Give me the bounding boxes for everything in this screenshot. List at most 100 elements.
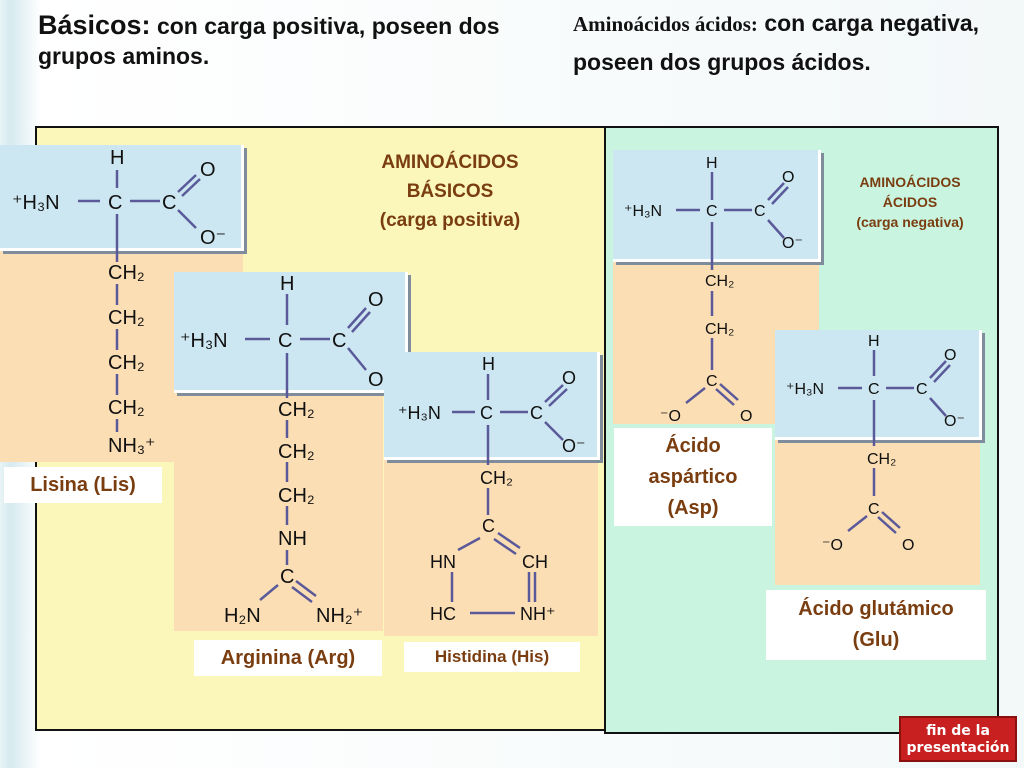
glutamic-o-minus: ⁻O xyxy=(822,537,843,554)
aspartic-alpha-c: C xyxy=(706,203,718,220)
heading-acid-rest: con carga negativa, poseen dos grupos ác… xyxy=(573,10,980,75)
aspartic-name-label: Ácido aspártico (Asp) xyxy=(614,428,772,526)
histidine-backbone-box xyxy=(384,352,600,460)
glutamic-carboxyl-c: C xyxy=(916,381,928,398)
lysine-o: O xyxy=(200,159,216,181)
aspartic-ch2-2: CH₂ xyxy=(705,321,734,338)
lysine-carboxyl-c: C xyxy=(162,192,176,214)
glutamic-h3n: ⁺H₃N xyxy=(786,381,824,398)
acid-title-line1: AMINOÁCIDOS xyxy=(859,174,961,190)
histidine-ch2: CH₂ xyxy=(480,468,513,488)
arginine-ch2-3: CH₂ xyxy=(278,485,315,507)
heading-acid-strong: Aminoácidos ácidos: xyxy=(573,12,758,36)
end-presentation-button[interactable]: fin de la presentación xyxy=(899,716,1017,762)
acid-title-line2: ÁCIDOS xyxy=(882,194,938,210)
arginine-ch2-1: CH₂ xyxy=(278,399,315,421)
arginine-o2: O xyxy=(368,369,384,391)
heading-basic-rest: con carga positiva, poseen dos grupos am… xyxy=(38,13,500,69)
aspartic-backbone-box xyxy=(613,150,821,262)
aspartic-formula: H ⁺H₃N C C O O⁻ CH₂ CH₂ C ⁻O O xyxy=(624,155,803,425)
basic-panel-title: AMINOÁCIDOS BÁSICOS (carga positiva) xyxy=(330,148,570,235)
glutamic-name-label: Ácido glutámico (Glu) xyxy=(766,590,986,660)
aspartic-c: C xyxy=(706,373,718,390)
glutamic-o: O xyxy=(944,347,956,364)
histidine-hn: HN xyxy=(430,552,456,572)
glutamic-ominus: O⁻ xyxy=(944,413,965,430)
histidine-c: C xyxy=(482,516,495,536)
glutamic-alpha-c: C xyxy=(868,381,880,398)
lysine-backbone-box xyxy=(0,145,244,251)
aspartic-o2: O xyxy=(740,408,752,425)
aspartic-h: H xyxy=(706,155,718,172)
glutamic-ch2: CH₂ xyxy=(867,451,896,468)
glutamic-side-chain-box xyxy=(775,440,980,585)
glutamic-name-line1: Ácido glutámico xyxy=(798,598,954,620)
histidine-h: H xyxy=(482,354,495,374)
aspartic-name-line3: (Asp) xyxy=(667,497,719,519)
histidine-ominus: O⁻ xyxy=(562,436,586,456)
end-button-line2: presentación xyxy=(906,740,1010,756)
lysine-nh3: NH₃⁺ xyxy=(108,435,156,457)
lysine-h: H xyxy=(110,147,124,169)
acid-title-line3: (carga negativa) xyxy=(856,214,964,230)
lysine-ch2-4: CH₂ xyxy=(108,397,145,419)
glutamic-c: C xyxy=(868,501,880,518)
heading-basic: Básicos: con carga positiva, poseen dos … xyxy=(38,10,538,71)
lysine-h3n: ⁺H₃N xyxy=(12,192,60,214)
histidine-ch: CH xyxy=(522,552,548,572)
aspartic-carboxyl-c: C xyxy=(754,203,766,220)
arginine-side-chain-box xyxy=(174,393,383,631)
histidine-name-label: Histidina (His) xyxy=(404,642,580,672)
arginine-nh: NH xyxy=(278,528,307,550)
aspartic-ominus: O⁻ xyxy=(782,235,803,252)
arginine-backbone-box xyxy=(174,272,408,393)
arginine-nh2: NH₂⁺ xyxy=(316,605,363,627)
arginine-h: H xyxy=(280,273,294,295)
lysine-formula: H ⁺H₃N C C O O⁻ CH₂ CH₂ CH₂ CH₂ NH₃⁺ xyxy=(12,147,226,457)
aspartic-name-line1: Ácido xyxy=(665,435,721,457)
arginine-name-label: Arginina (Arg) xyxy=(194,640,382,676)
aspartic-ch2-1: CH₂ xyxy=(705,273,734,290)
heading-basic-strong: Básicos: xyxy=(38,10,151,40)
arginine-ch2-2: CH₂ xyxy=(278,441,315,463)
histidine-nh: NH⁺ xyxy=(520,604,556,624)
heading-acid: Aminoácidos ácidos: con carga negativa, … xyxy=(573,4,1013,81)
glutamic-h: H xyxy=(868,333,880,350)
glutamic-backbone-box xyxy=(775,330,982,440)
histidine-carboxyl-c: C xyxy=(530,403,543,423)
glutamic-name-line2: (Glu) xyxy=(852,629,900,651)
arginine-name: Arginina (Arg) xyxy=(220,647,356,669)
arginine-carboxyl-c: C xyxy=(332,330,346,352)
histidine-side-chain-box xyxy=(384,460,598,636)
aspartic-o: O xyxy=(782,169,794,186)
basic-title-line3: (carga positiva) xyxy=(379,210,521,231)
histidine-o: O xyxy=(562,368,576,388)
arginine-h3n: ⁺H₃N xyxy=(180,330,228,352)
histidine-alpha-c: C xyxy=(480,403,493,423)
arginine-c: C xyxy=(280,566,294,588)
aspartic-h3n: ⁺H₃N xyxy=(624,203,662,220)
histidine-formula: H ⁺H₃N C C O O⁻ CH₂ C HN CH HC NH⁺ xyxy=(398,354,586,624)
lysine-ch2-2: CH₂ xyxy=(108,307,145,329)
lysine-ch2-1: CH₂ xyxy=(108,262,145,284)
lysine-alpha-c: C xyxy=(108,192,122,214)
lysine-ominus: O⁻ xyxy=(200,227,226,249)
acid-panel-title: AMINOÁCIDOS ÁCIDOS (carga negativa) xyxy=(820,172,1000,232)
histidine-name: Histidina (His) xyxy=(434,647,550,666)
arginine-formula: H ⁺H₃N C C O O CH₂ CH₂ CH₂ NH C H₂N NH₂⁺ xyxy=(180,273,384,627)
lysine-name-label: Lisina (Lis) xyxy=(4,467,162,503)
arginine-alpha-c: C xyxy=(278,330,292,352)
basic-title-line1: AMINOÁCIDOS xyxy=(381,152,519,173)
lysine-ch2-3: CH₂ xyxy=(108,352,145,374)
arginine-o: O xyxy=(368,289,384,311)
lysine-name: Lisina (Lis) xyxy=(30,474,136,496)
aspartic-o-minus: ⁻O xyxy=(660,408,681,425)
glutamic-o2: O xyxy=(902,537,914,554)
aspartic-name-line2: aspártico xyxy=(648,466,738,488)
end-button-line1: fin de la xyxy=(926,723,990,739)
arginine-h2n: H₂N xyxy=(224,605,261,627)
basic-title-line2: BÁSICOS xyxy=(406,181,494,202)
histidine-h3n: ⁺H₃N xyxy=(398,403,441,423)
histidine-hc: HC xyxy=(430,604,456,624)
glutamic-formula: H ⁺H₃N C C O O⁻ CH₂ C ⁻O O xyxy=(786,333,965,554)
